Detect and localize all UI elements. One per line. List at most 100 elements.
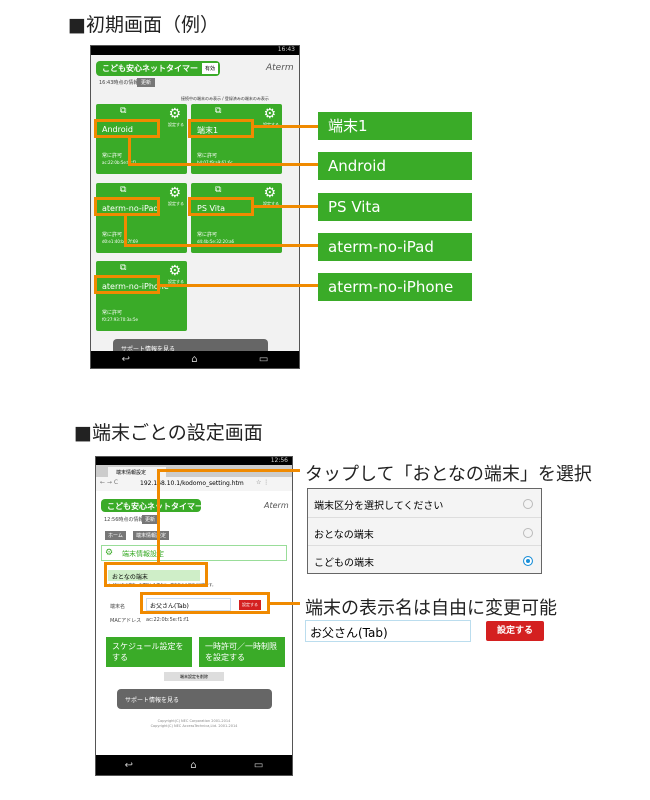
highlight-device1 <box>188 119 254 138</box>
gear-icon[interactable]: ⚙ <box>263 106 276 122</box>
device-type-icon: ⧉ <box>215 185 222 195</box>
highlight-select <box>104 562 208 587</box>
highlight-psvita <box>188 197 254 216</box>
callout-name-title: 端末の表示名は自由に変更可能 <box>305 598 557 619</box>
permission-status: 常に許可 <box>102 232 123 238</box>
callout-label: 端末1 <box>318 112 472 140</box>
breadcrumb-home[interactable]: ホーム <box>105 531 126 540</box>
radio-icon[interactable] <box>523 528 533 538</box>
permission-status: 常に許可 <box>102 153 123 159</box>
card-setting-label[interactable]: 設定する <box>263 122 279 128</box>
device-card[interactable]: ⧉ ⚙ 設定する PS Vita 常に許可 d4:4b:5e:32:20:a6 <box>191 183 282 253</box>
option-label: こどもの端末 <box>314 558 374 569</box>
browser-tab[interactable]: 端末情報設定 <box>108 467 166 477</box>
temporary-permit-button[interactable]: 一時許可／一時制限を設定する <box>199 637 285 667</box>
back-icon[interactable]: ↩ <box>121 354 131 365</box>
leader-line <box>128 138 131 165</box>
tablet-screen-initial: 16:43 こども安心ネットタイマー 有効 Aterm 16:43時点の情報 更… <box>90 45 300 369</box>
gear-icon[interactable]: ⚙ <box>168 185 181 201</box>
device-type-icon: ⧉ <box>215 106 222 116</box>
gear-icon[interactable]: ⚙ <box>168 263 181 279</box>
section-title-device-settings: ■端末ごとの設定画面 <box>74 422 263 444</box>
copyright-2: Copyright(C) NEC AccessTechnica,Ltd. 200… <box>150 724 238 728</box>
device-type-icon: ⧉ <box>120 185 127 195</box>
star-icon[interactable]: ☆ ⋮ <box>256 479 270 486</box>
leader-line <box>254 205 318 208</box>
device-type-options: 端末区分を選択してくださいおとなの端末こどもの端末 <box>307 488 542 574</box>
gear-icon[interactable]: ⚙ <box>263 185 276 201</box>
device-name: Android <box>102 125 133 134</box>
schedule-button[interactable]: スケジュール設定をする <box>106 637 192 667</box>
device-type-option[interactable]: 端末区分を選択してください <box>308 489 541 517</box>
permission-status: 常に許可 <box>102 310 123 316</box>
section-heading: 端末情報設定 <box>101 545 287 561</box>
device-type-option[interactable]: おとなの端末 <box>308 517 541 545</box>
url-bar[interactable]: 192.168.10.1/kodomo_setting.htm <box>140 480 244 487</box>
leader-line <box>128 163 318 166</box>
mac-value: ac:22:0b:5e:f1:f1 <box>146 617 190 623</box>
copyright-1: Copyright(C) NEC Corporation 2001-2014 <box>157 719 231 723</box>
back-icon[interactable]: ↩ <box>124 759 134 771</box>
mac-address: f0:27:93:70:3a:5e <box>102 317 138 322</box>
leader-line <box>270 602 300 605</box>
callout-label: PS Vita <box>318 193 472 221</box>
device-card[interactable]: ⧉ ⚙ 設定する aterm-no-iPhone 常に許可 f0:27:93:7… <box>96 261 187 331</box>
option-label: おとなの端末 <box>314 530 374 541</box>
mac-address: ac:22:0b:5e:f1:f1 <box>102 160 137 165</box>
card-setting-label[interactable]: 設定する <box>263 201 279 206</box>
highlight-iphone <box>94 275 160 294</box>
info-time: 12:56時点の情報 <box>104 517 144 523</box>
device-name: aterm-no-iPhone <box>102 282 169 291</box>
gear-icon[interactable]: ⚙ <box>168 106 181 122</box>
device-type-select[interactable]: おとなの端末 <box>108 570 200 581</box>
permission-status: 常に許可 <box>197 232 218 238</box>
section-title-initial: ■初期画面（例） <box>68 14 219 36</box>
set-button[interactable]: 設定する <box>239 600 261 610</box>
callout-label: aterm-no-iPad <box>318 233 472 261</box>
highlight-ipad <box>94 197 160 216</box>
device-card[interactable]: ⧉ ⚙ 設定する aterm-no-iPad 常に許可 d0:e1:40:b7:… <box>96 183 187 253</box>
device-name: PS Vita <box>197 204 226 213</box>
card-setting-label[interactable]: 設定する <box>168 279 184 284</box>
radio-icon[interactable] <box>523 556 533 566</box>
option-label: 端末区分を選択してください <box>314 501 444 512</box>
set-button-large[interactable]: 設定する <box>486 621 544 641</box>
recents-icon[interactable]: ▭ <box>253 759 264 771</box>
leader-line <box>254 125 318 128</box>
back-icon[interactable]: ← → C <box>100 479 119 486</box>
mac-label: MACアドレス <box>110 618 142 624</box>
tablet-screen-settings: 12:56 端末情報設定 ← → C 192.168.10.1/kodomo_s… <box>95 456 293 776</box>
support-button[interactable]: サポート情報を見る <box>117 689 272 709</box>
refresh-button[interactable]: 更新 <box>137 78 156 87</box>
recents-icon[interactable]: ▭ <box>258 354 269 365</box>
filter-links[interactable]: 接続中の端末のみ表示 / 登録済みの端末のみ表示 <box>181 96 269 101</box>
delete-device-button[interactable]: 端末設定を削除 <box>164 672 224 681</box>
leader-line <box>160 284 318 287</box>
mac-address: d4:4b:5e:32:20:a6 <box>197 239 235 244</box>
highlight-name <box>140 592 270 614</box>
card-setting-label[interactable]: 設定する <box>168 201 184 206</box>
device-name-input-large[interactable]: お父さん(Tab) <box>305 620 471 642</box>
callout-label: aterm-no-iPhone <box>318 273 472 301</box>
device-card[interactable]: ⧉ ⚙ 設定する 端末1 常に許可 b4:07:f9:a9:61:6c <box>191 104 282 174</box>
callout-label: Android <box>318 152 472 180</box>
card-setting-label[interactable]: 設定する <box>168 122 184 127</box>
refresh-button[interactable]: 更新 <box>142 515 159 524</box>
info-time: 16:43時点の情報 <box>99 80 139 86</box>
device-type-option[interactable]: こどもの端末 <box>308 545 541 573</box>
mac-address: b4:07:f9:a9:61:6c <box>197 160 233 165</box>
brand-logo: Aterm <box>264 501 289 510</box>
breadcrumb-current: 端末情報設定 <box>133 531 170 540</box>
app-name-banner: こども安心ネットタイマー <box>101 499 203 512</box>
device-name: aterm-no-iPad <box>102 204 159 213</box>
brand-logo: Aterm <box>266 63 294 73</box>
home-icon[interactable]: ⌂ <box>191 354 198 365</box>
name-label: 端末名 <box>110 604 126 610</box>
radio-icon[interactable] <box>523 499 533 509</box>
leader-line <box>157 470 160 562</box>
enable-toggle[interactable]: 有効 <box>201 62 220 75</box>
callout-select-title: タップして「おとなの端末」を選択 <box>305 464 592 485</box>
device-name-input[interactable]: お父さん(Tab) <box>146 598 231 611</box>
device-card[interactable]: ⧉ ⚙ 設定する Android 常に許可 ac:22:0b:5e:f1:f1 <box>96 104 187 174</box>
home-icon[interactable]: ⌂ <box>190 759 197 771</box>
